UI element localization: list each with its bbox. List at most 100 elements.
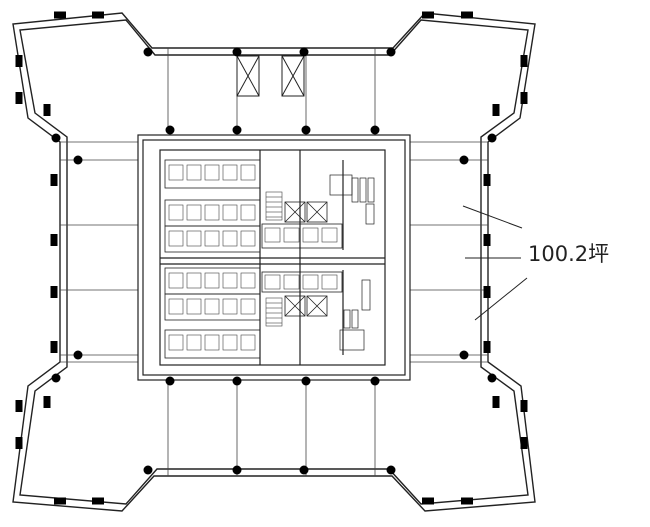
equipment-unit	[222, 164, 238, 181]
wall-column	[492, 104, 500, 116]
round-column	[370, 376, 380, 386]
equipment-unit	[186, 164, 202, 181]
wall-column	[422, 11, 434, 19]
wall-column	[50, 341, 58, 353]
perimeter-lines	[60, 48, 488, 476]
equipment-unit	[283, 274, 300, 290]
equipment-unit	[321, 227, 338, 243]
equipment-unit	[168, 334, 184, 351]
round-column	[459, 155, 469, 165]
wall-column	[92, 11, 104, 19]
equipment-unit	[264, 274, 281, 290]
round-column	[143, 465, 153, 475]
wall-column	[54, 497, 66, 505]
wall-column	[43, 396, 51, 408]
wall-column	[15, 400, 23, 412]
round-column	[165, 125, 175, 135]
round-column	[232, 47, 242, 57]
equipment-unit	[240, 164, 256, 181]
core-tiles	[168, 164, 338, 351]
round-column	[386, 47, 396, 57]
elevator-shafts	[284, 201, 328, 317]
wall-column	[50, 234, 58, 246]
equipment-unit	[240, 204, 256, 221]
wall-column	[15, 92, 23, 104]
wall-column	[15, 437, 23, 449]
equipment-unit	[204, 272, 220, 289]
wall-column	[492, 396, 500, 408]
equipment-unit	[240, 272, 256, 289]
equipment-unit	[186, 204, 202, 221]
round-column	[73, 350, 83, 360]
round-column	[232, 125, 242, 135]
equipment-unit	[240, 334, 256, 351]
area-label: 100.2坪	[528, 242, 610, 266]
wall-column	[520, 400, 528, 412]
round-column	[299, 465, 309, 475]
equipment-unit	[186, 230, 202, 247]
equipment-unit	[222, 230, 238, 247]
equipment-unit	[264, 227, 281, 243]
wall-column	[50, 174, 58, 186]
round-column	[459, 350, 469, 360]
equipment-unit	[222, 272, 238, 289]
round-column	[73, 155, 83, 165]
equipment-unit	[204, 298, 220, 315]
round-columns	[51, 47, 497, 475]
round-column	[232, 465, 242, 475]
round-column	[51, 373, 61, 383]
outer-wall	[12, 12, 536, 512]
equipment-unit	[283, 227, 300, 243]
round-column	[386, 465, 396, 475]
round-column	[232, 376, 242, 386]
wall-column	[483, 341, 491, 353]
round-column	[301, 376, 311, 386]
round-column	[487, 133, 497, 143]
leader-lines	[462, 205, 528, 321]
restroom-fixtures	[329, 174, 375, 351]
round-column	[301, 125, 311, 135]
equipment-unit	[186, 272, 202, 289]
equipment-unit	[222, 334, 238, 351]
equipment-unit	[204, 164, 220, 181]
equipment-unit	[222, 298, 238, 315]
wall-column	[483, 174, 491, 186]
equipment-unit	[302, 227, 319, 243]
equipment-unit	[168, 204, 184, 221]
equipment-unit	[168, 164, 184, 181]
wall-column	[483, 234, 491, 246]
wall-column	[54, 11, 66, 19]
round-column	[143, 47, 153, 57]
equipment-unit	[240, 298, 256, 315]
core-walls	[137, 134, 411, 381]
wall-column	[520, 437, 528, 449]
upper-ducts	[236, 55, 305, 97]
round-column	[299, 47, 309, 57]
equipment-unit	[168, 298, 184, 315]
equipment-unit	[204, 204, 220, 221]
equipment-unit	[168, 272, 184, 289]
equipment-unit	[240, 230, 256, 247]
wall-column	[92, 497, 104, 505]
wall-column	[461, 497, 473, 505]
wall-column	[43, 104, 51, 116]
equipment-unit	[302, 274, 319, 290]
equipment-unit	[204, 334, 220, 351]
wall-column	[520, 55, 528, 67]
wall-column	[520, 92, 528, 104]
equipment-unit	[222, 204, 238, 221]
wall-column	[483, 286, 491, 298]
equipment-unit	[186, 334, 202, 351]
stairs	[265, 191, 283, 327]
electrical-rooms	[164, 159, 343, 359]
round-column	[370, 125, 380, 135]
equipment-unit	[321, 274, 338, 290]
equipment-unit	[186, 298, 202, 315]
round-column	[487, 373, 497, 383]
wall-column	[50, 286, 58, 298]
wall-column	[15, 55, 23, 67]
wall-column	[461, 11, 473, 19]
equipment-unit	[204, 230, 220, 247]
